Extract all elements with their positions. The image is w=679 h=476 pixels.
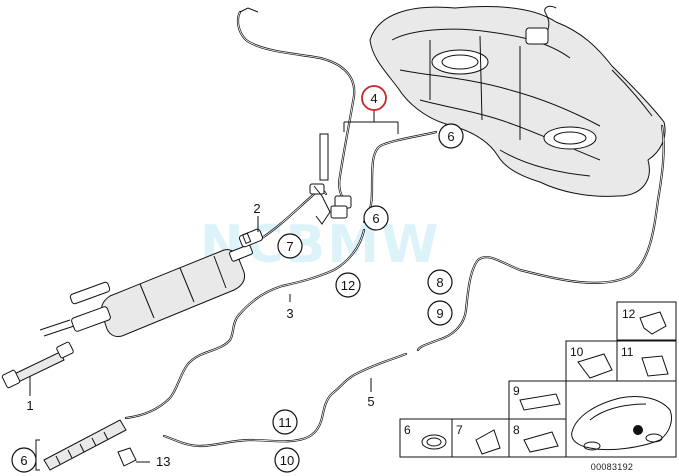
callout-6-mid-label: 6 bbox=[372, 211, 379, 226]
location-marker-icon bbox=[633, 425, 643, 435]
legend-label-10: 10 bbox=[570, 345, 584, 359]
callout-7-label: 7 bbox=[286, 239, 293, 254]
legend-label-6: 6 bbox=[404, 423, 411, 437]
callout-6-top: 6 bbox=[438, 123, 464, 149]
legend-label-11: 11 bbox=[621, 345, 634, 359]
callout-10-label: 10 bbox=[280, 453, 294, 468]
callout-11-label: 11 bbox=[278, 415, 292, 430]
legend-label-9: 9 bbox=[513, 384, 520, 398]
callout-12: 12 bbox=[335, 272, 361, 298]
callout-6-mid: 6 bbox=[363, 205, 389, 231]
label-13: 13 bbox=[156, 454, 170, 469]
callout-4-label: 4 bbox=[370, 91, 377, 106]
part-13-hose bbox=[35, 419, 150, 471]
callout-6-bottom-label: 6 bbox=[20, 453, 27, 468]
label-5: 5 bbox=[367, 394, 374, 409]
filter-connector-pipe bbox=[260, 133, 331, 240]
callout-4-bracket bbox=[343, 110, 399, 134]
callout-8: 8 bbox=[427, 269, 453, 295]
callout-11: 11 bbox=[272, 409, 298, 435]
pipe-8-9-line bbox=[416, 124, 665, 352]
callout-12-label: 12 bbox=[341, 278, 355, 293]
pipe-5-line bbox=[162, 352, 408, 448]
callout-6-top-label: 6 bbox=[447, 129, 454, 144]
fuel-filter bbox=[39, 244, 253, 337]
callout-10: 10 bbox=[274, 447, 300, 473]
part-2-connector bbox=[238, 216, 264, 248]
label-3: 3 bbox=[286, 306, 293, 321]
pipe-3-line bbox=[124, 228, 366, 420]
callout-8-label: 8 bbox=[436, 275, 443, 290]
callout-7: 7 bbox=[277, 233, 303, 259]
legend-label-7: 7 bbox=[456, 423, 463, 437]
callout-9-label: 9 bbox=[436, 306, 443, 321]
label-1: 1 bbox=[26, 398, 33, 413]
parts-legend: 12 10 11 9 6 7 8 bbox=[399, 301, 677, 458]
label-2: 2 bbox=[253, 201, 260, 216]
diagram-number: 00083192 bbox=[591, 462, 633, 472]
pipe-4-line bbox=[236, 7, 356, 219]
legend-label-8: 8 bbox=[513, 423, 520, 437]
part-1-fitting bbox=[1, 341, 74, 396]
fuel-tank bbox=[369, 5, 666, 197]
car-icon bbox=[571, 396, 673, 451]
callout-4: 4 bbox=[361, 85, 387, 111]
callout-9: 9 bbox=[427, 300, 453, 326]
legend-label-12: 12 bbox=[622, 307, 636, 321]
callout-6-bottom: 6 bbox=[11, 447, 37, 473]
